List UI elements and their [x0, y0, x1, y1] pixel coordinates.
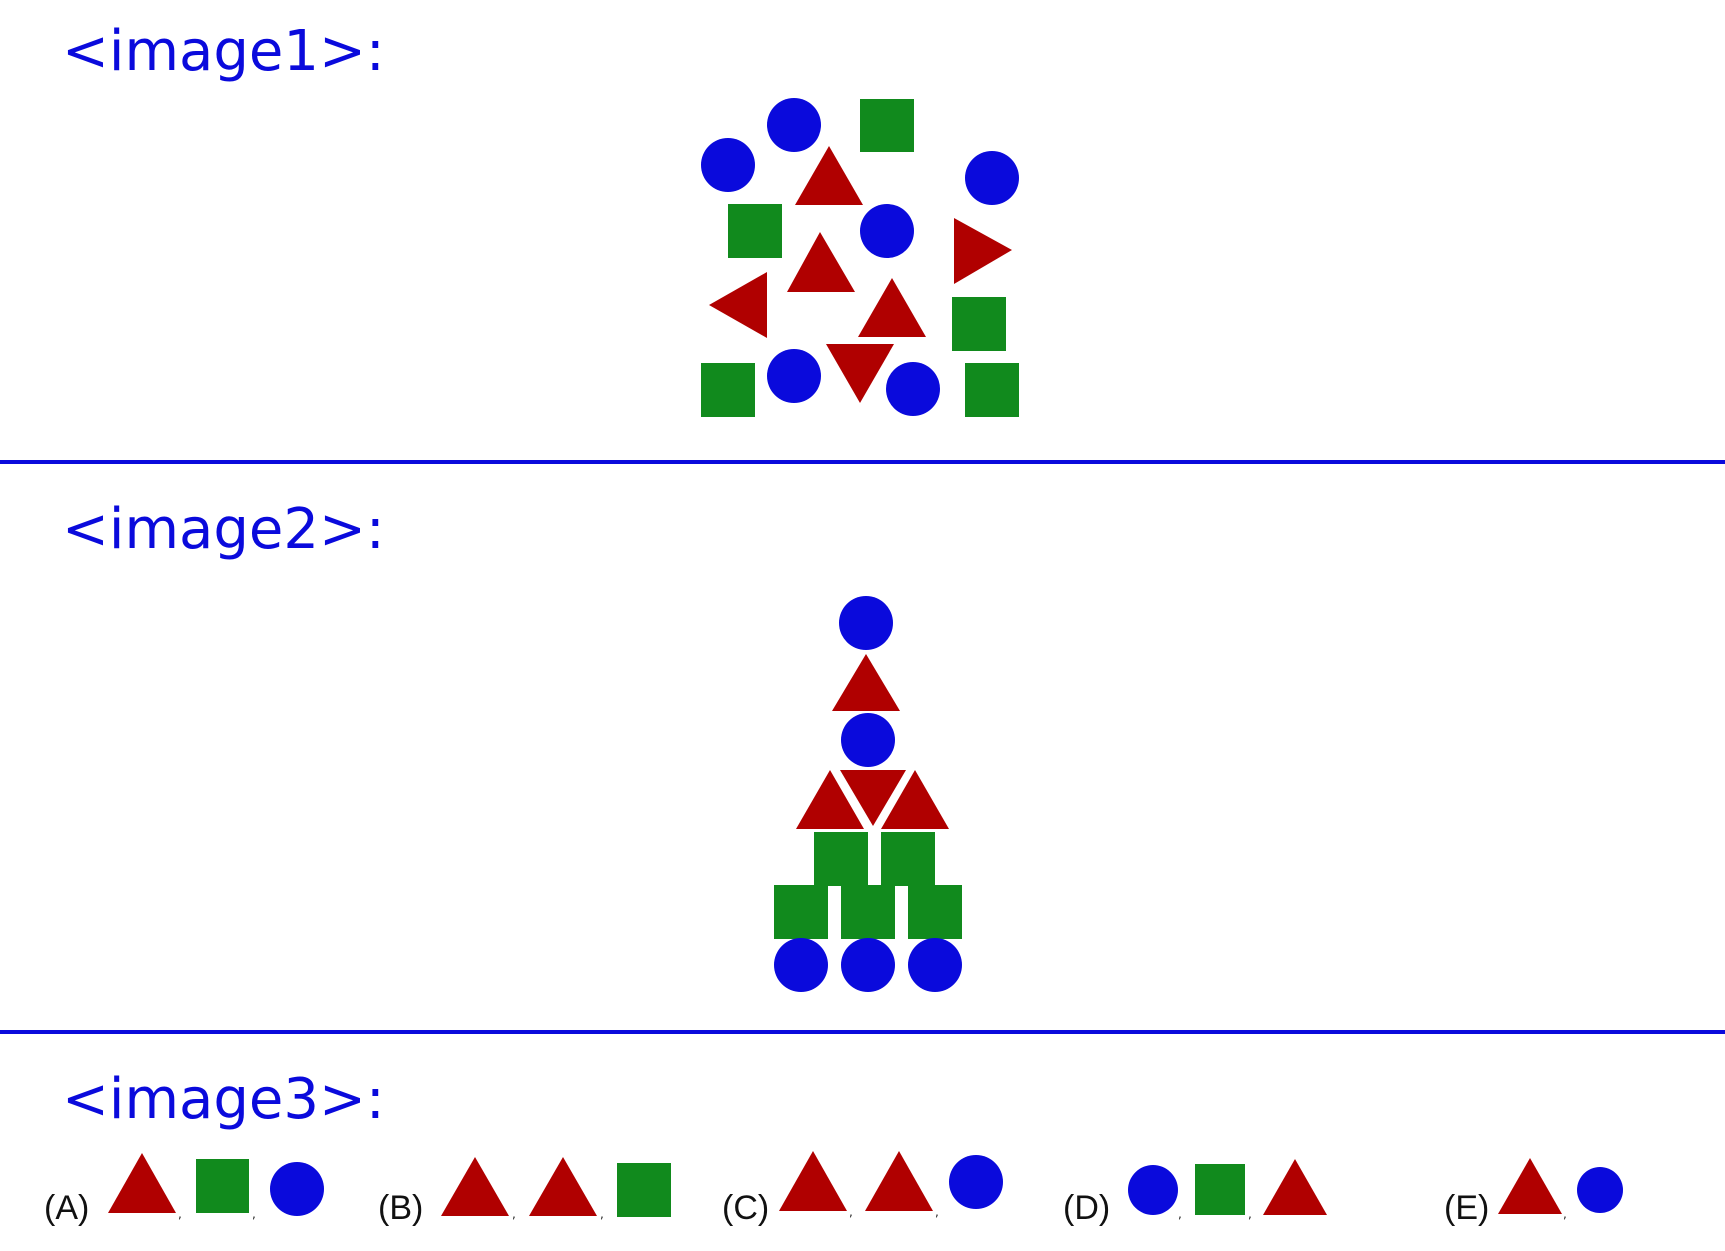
square-shape [841, 885, 895, 939]
square-shape [701, 363, 755, 417]
circle-shape [908, 938, 962, 992]
image1-label: <image1>: [62, 19, 385, 84]
square-shape [814, 832, 868, 886]
triangle-shape [796, 770, 864, 829]
circle-shape [841, 713, 895, 767]
option-d-label[interactable]: (D) [1063, 1189, 1111, 1227]
divider-1 [0, 460, 1725, 464]
square-shape [728, 204, 782, 258]
triangle-left-shape [709, 272, 767, 338]
circle-shape [965, 151, 1019, 205]
option-b-label[interactable]: (B) [378, 1189, 424, 1227]
circle-shape [767, 349, 821, 403]
circle-shape [886, 362, 940, 416]
circle-shape [860, 204, 914, 258]
option-c-label[interactable]: (C) [722, 1189, 770, 1227]
square-shape [952, 297, 1006, 351]
image3-label: <image3>: [62, 1067, 385, 1132]
option-e-label[interactable]: (E) [1444, 1189, 1490, 1227]
triangle-down-shape [826, 344, 894, 403]
square-shape [860, 99, 914, 152]
circle-shape [701, 138, 755, 192]
option-a-label[interactable]: (A) [44, 1189, 90, 1227]
square-shape [908, 885, 962, 939]
triangle-shape [832, 654, 900, 711]
triangle-right-shape [954, 218, 1012, 284]
square-shape [965, 363, 1019, 417]
triangle-shape [787, 232, 855, 292]
square-shape [774, 885, 828, 939]
circle-shape [767, 98, 821, 152]
circle-shape [841, 938, 895, 992]
circle-shape [774, 938, 828, 992]
triangle-shape [881, 770, 949, 829]
square-shape [881, 832, 935, 886]
circle-shape [839, 596, 893, 650]
triangle-down-shape [840, 770, 906, 826]
image2-label: <image2>: [62, 497, 385, 562]
triangle-shape [795, 146, 863, 205]
divider-2 [0, 1030, 1725, 1034]
triangle-shape [858, 278, 926, 337]
